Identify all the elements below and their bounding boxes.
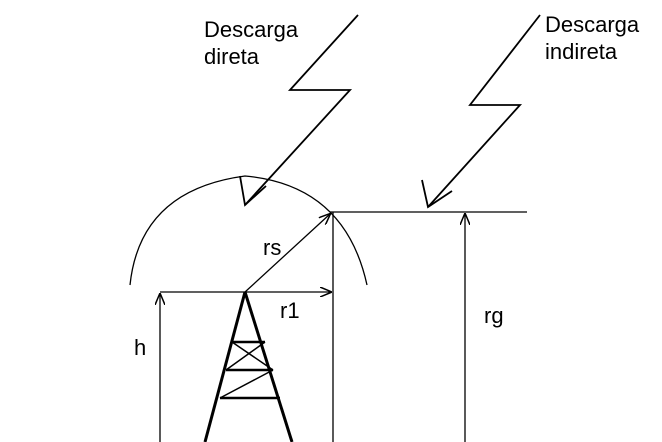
indirect-bolt-arrowhead (421, 179, 453, 209)
h-label: h (134, 335, 147, 360)
direct-discharge-label-line2: direta (204, 44, 260, 69)
rs-arrow (244, 214, 330, 293)
indirect-discharge-label-line1: Descarga (545, 12, 640, 37)
protection-arc (129, 175, 368, 286)
direct-bolt-arrowhead (239, 175, 267, 207)
indirect-lightning-bolt-icon (427, 14, 541, 208)
indirect-discharge-label-line2: indireta (545, 39, 618, 64)
direct-lightning-bolt-icon (244, 14, 359, 206)
rg-label: rg (484, 303, 504, 328)
transmission-tower-icon (203, 291, 294, 442)
rs-label: rs (263, 235, 282, 260)
r1-label: r1 (280, 298, 300, 323)
direct-discharge-label-line1: Descarga (204, 17, 299, 42)
